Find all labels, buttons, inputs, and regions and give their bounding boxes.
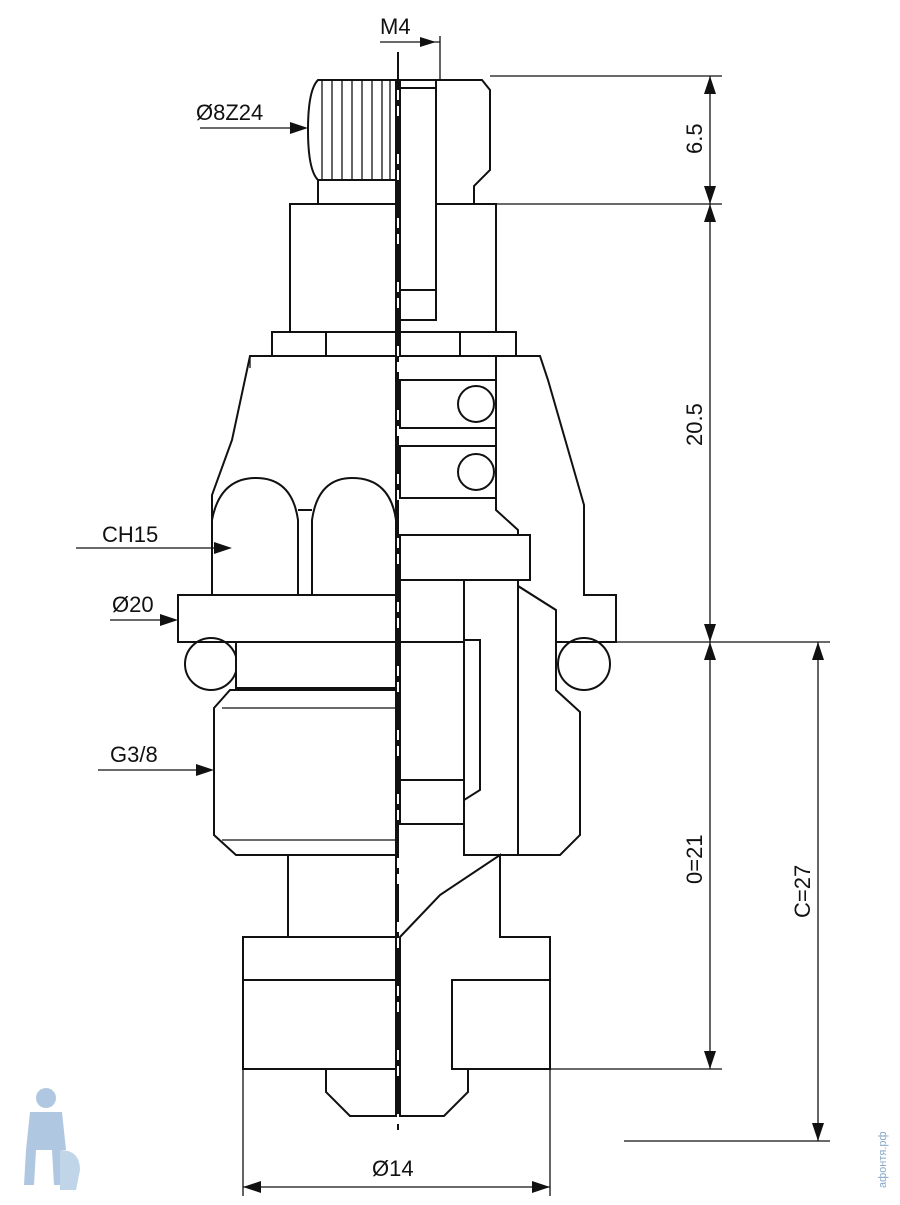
dimension-lines [76, 36, 830, 1196]
knurled-spindle [306, 79, 491, 291]
thread-section [213, 579, 581, 856]
label-ch15: CH15 [102, 522, 158, 547]
flange [177, 534, 531, 643]
watermark-text: афонтя.рф [877, 1131, 889, 1188]
dim-total: C=27 [790, 865, 815, 918]
lower-stem [242, 853, 551, 1117]
dim-top: 6.5 [682, 123, 707, 154]
label-d14: Ø14 [372, 1156, 414, 1181]
spindle-guide [289, 203, 497, 333]
label-g38: G3/8 [110, 742, 158, 767]
label-knurl: Ø8Z24 [196, 100, 263, 125]
hex-housing [211, 355, 617, 643]
label-d20: Ø20 [112, 592, 154, 617]
dim-lower: 0=21 [682, 834, 707, 884]
dim-upper: 20.5 [682, 403, 707, 446]
friction-washer [271, 331, 517, 357]
label-m4: M4 [380, 14, 411, 39]
plumber-logo [24, 1088, 80, 1190]
